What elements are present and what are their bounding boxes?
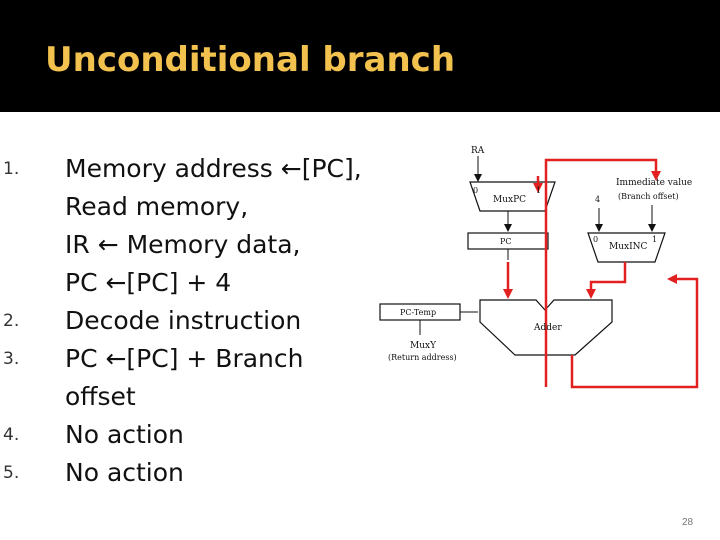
step-text: Memory address ←[PC],: [65, 154, 362, 183]
four-label: 4: [595, 195, 600, 204]
pc-register: [467, 232, 549, 250]
muxpc-input-0: 0: [473, 186, 478, 195]
adder-label: Adder: [533, 323, 562, 333]
step-1: 1. Memory address ←[PC], Read memory, IR …: [0, 150, 362, 302]
step-line: IR ← Memory data,: [0, 226, 362, 264]
step-number: 5.: [3, 463, 20, 483]
muxpc-input-1: 1: [536, 186, 541, 195]
step-2: 2. Decode instruction: [0, 302, 362, 340]
branch-feedback-wire: [544, 158, 661, 387]
step-line: 4. No action: [0, 416, 362, 454]
slide-title: Unconditional branch: [45, 40, 456, 80]
ra-label: RA: [471, 146, 485, 156]
adder-output-wire: [570, 274, 699, 389]
step-text: Decode instruction: [65, 306, 302, 335]
step-line: 1. Memory address ←[PC],: [0, 150, 362, 188]
step-number: 3.: [3, 349, 20, 369]
step-number: 2.: [3, 311, 20, 331]
step-text: No action: [65, 458, 184, 487]
step-text: IR ← Memory data,: [65, 230, 301, 259]
step-4: 4. No action: [0, 416, 362, 454]
muxinc-input-1: 1: [652, 235, 657, 244]
branch-offset-label: (Branch offset): [618, 192, 679, 201]
step-number: 4.: [3, 425, 20, 445]
muxpc-label: MuxPC: [493, 195, 526, 205]
step-line: 5. No action: [0, 454, 362, 492]
muxy-label: MuxY: [410, 341, 437, 351]
page-number: 28: [682, 517, 694, 528]
pc-label: PC: [500, 237, 512, 246]
pc-temp-label: PC-Temp: [400, 308, 436, 317]
step-text: PC ←[PC] + 4: [65, 268, 232, 297]
title-bar: [0, 0, 720, 112]
step-line: 3. PC ←[PC] + Branch: [0, 340, 362, 378]
pc-temp-register: [379, 303, 461, 321]
step-line: PC ←[PC] + 4: [0, 264, 362, 302]
muxinc-input-0: 0: [593, 235, 598, 244]
step-line: offset: [0, 378, 362, 416]
muxinc-label: MuxINC: [609, 242, 648, 252]
step-text: Read memory,: [65, 192, 249, 221]
step-line: 2. Decode instruction: [0, 302, 362, 340]
step-text: offset: [65, 382, 136, 411]
muxinc-to-adder-wire: [586, 262, 627, 299]
step-list: 1. Memory address ←[PC], Read memory, IR …: [0, 150, 362, 492]
step-line: Read memory,: [0, 188, 362, 226]
step-text: No action: [65, 420, 184, 449]
step-3: 3. PC ←[PC] + Branch offset: [0, 340, 362, 416]
muxinc-shape: [587, 232, 666, 263]
immediate-value-label: Immediate value: [616, 178, 692, 188]
step-5: 5. No action: [0, 454, 362, 492]
return-address-label: (Return address): [388, 353, 457, 362]
step-number: 1.: [3, 159, 20, 179]
step-text: PC ←[PC] + Branch: [65, 344, 304, 373]
